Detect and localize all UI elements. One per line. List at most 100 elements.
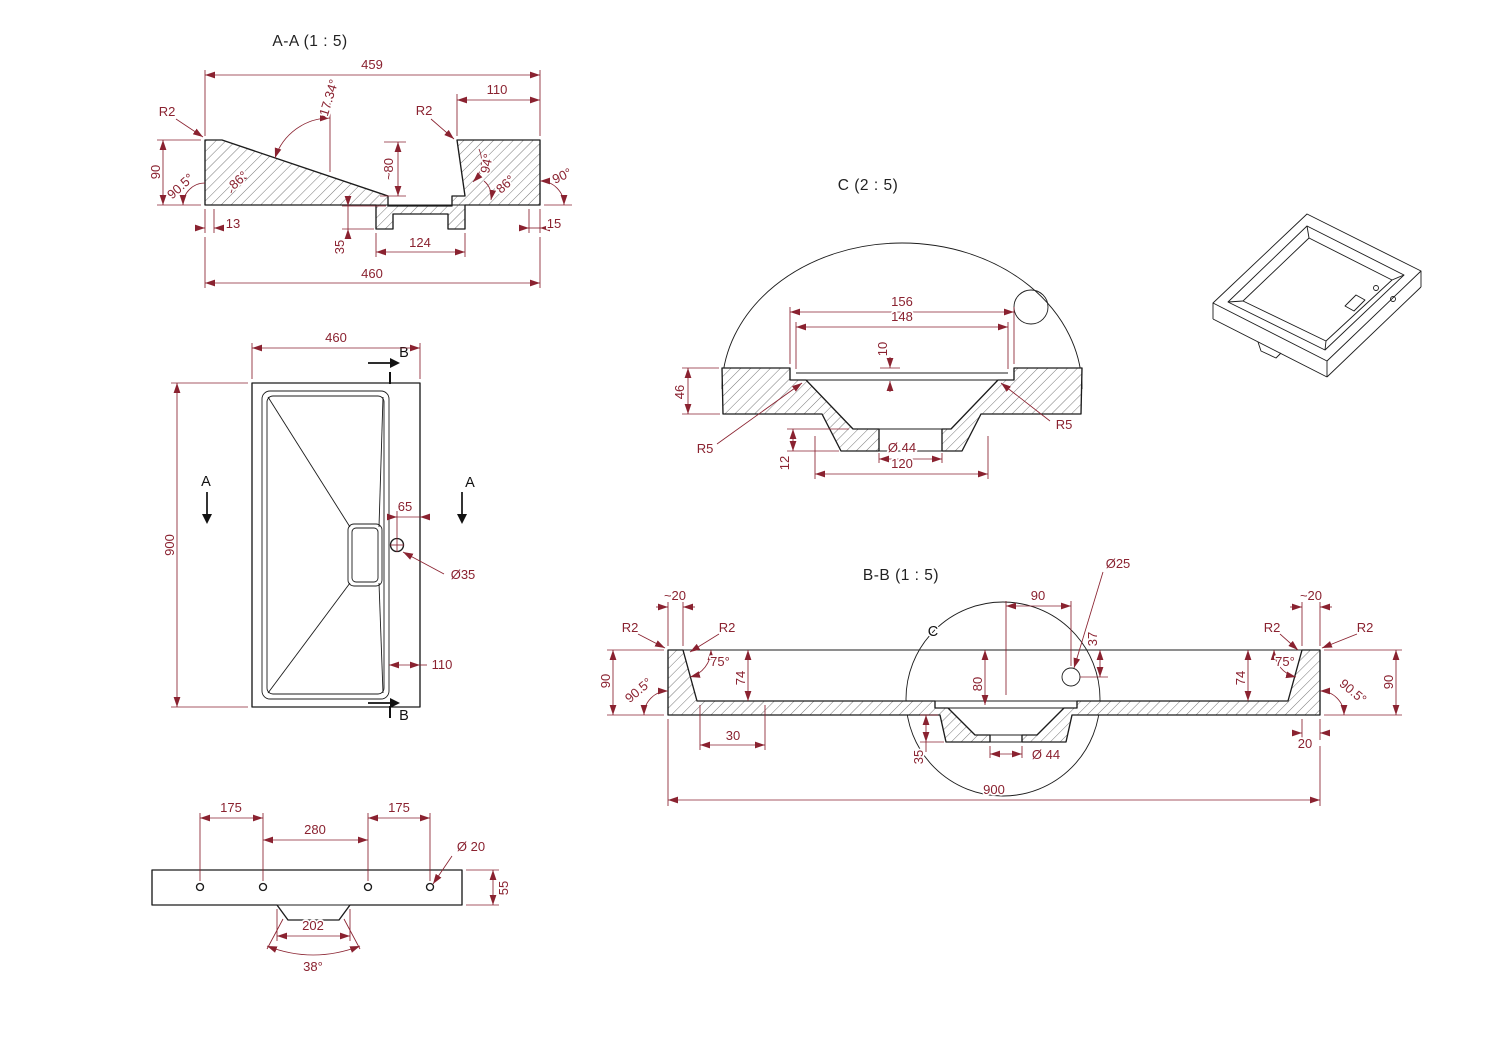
dim-r5-left: R5 — [697, 441, 714, 456]
dim-depth-35: 35 — [911, 750, 926, 764]
view-plan: A A B B 460 900 65 Ø35 110 — [160, 328, 477, 726]
iso-mount-hole-1 — [1373, 285, 1379, 291]
section-b-arrow-top — [390, 358, 400, 368]
mounting-dimension-lines — [199, 813, 499, 956]
dim-width-110: 110 — [487, 82, 508, 97]
detail-c-dimension-lines — [682, 307, 1051, 479]
dim-r2-left-outer: R2 — [622, 620, 639, 635]
plan-outer-outline — [251, 382, 421, 708]
dim-hole-dia20: Ø 20 — [457, 839, 485, 854]
dim-depth-74-left: 74 — [733, 671, 748, 685]
dim-plan-900: 900 — [162, 534, 177, 556]
iso-drain-bump — [1257, 341, 1282, 359]
dim-rim-20-left: ~20 — [664, 588, 686, 603]
dim-width-13: 13 — [226, 216, 240, 231]
dim-height-90-left: 90 — [598, 674, 613, 688]
mount-hole-1 — [195, 882, 205, 892]
dim-drain-dia44-bb: Ø 44 — [1032, 747, 1060, 762]
dim-pitch-175-left: 175 — [220, 800, 242, 815]
dim-angle-75-left: 75° — [710, 654, 730, 669]
dim-angle-94: 94° — [477, 152, 496, 174]
dim-rim-20-right: ~20 — [1300, 588, 1322, 603]
plan-section-markers: A A B B — [200, 344, 477, 726]
dim-depth-35: 35 — [332, 240, 347, 254]
dim-offset-90: 90 — [1031, 588, 1045, 603]
dim-depth-74-right: 74 — [1233, 671, 1248, 685]
mount-hole-2 — [258, 882, 268, 892]
section-aa-dimension-lines — [157, 70, 572, 288]
dim-pitch-175-right: 175 — [388, 800, 410, 815]
dim-width-30: 30 — [726, 728, 740, 743]
section-bb-dimension-texts: Ø25 ~20 R2 R2 75° 90 90.5° 74 30 90 37 8… — [596, 554, 1398, 799]
drain-outline — [347, 523, 383, 587]
detail-c-title: C (2 : 5) — [838, 177, 898, 194]
dim-angle-38: 38° — [303, 959, 323, 974]
section-aa-title: A-A (1 : 5) — [272, 33, 347, 50]
dim-width-148: 148 — [891, 309, 913, 324]
section-a-arrow-right — [457, 514, 467, 524]
dim-r2-right-inner: R2 — [1264, 620, 1281, 635]
dim-wall-20-bottom: 20 — [1298, 736, 1312, 751]
section-label-a-left: A — [201, 474, 211, 490]
dim-width-120: 120 — [891, 456, 913, 471]
dim-r2-right-outer: R2 — [1357, 620, 1374, 635]
view-mounting: 175 280 175 Ø 20 202 38° 55 — [151, 798, 513, 976]
plan-dimension-lines — [171, 343, 445, 708]
mount-hole-4 — [425, 882, 435, 892]
dim-height-90-right: 90 — [1381, 675, 1396, 689]
section-aa-cut-material — [204, 139, 541, 230]
dim-plan-460: 460 — [325, 330, 347, 345]
dim-thickness-12: 12 — [777, 456, 792, 470]
dim-plan-65: 65 — [398, 499, 412, 514]
mount-hole-3 — [363, 882, 373, 892]
dim-angle-90-5: 90.5° — [164, 170, 197, 202]
section-bb-edges — [683, 601, 1302, 797]
dim-angle-75-right: 75° — [1275, 654, 1295, 669]
dim-faucet-dia35: Ø35 — [451, 567, 476, 582]
section-bb-dimension-lines — [607, 571, 1402, 806]
view-section-aa: A-A (1 : 5) — [146, 33, 576, 288]
dim-depth-10: 10 — [875, 342, 890, 356]
section-aa-geometry — [204, 139, 541, 230]
plan-basin-edges — [261, 390, 390, 700]
dim-depth-80: ~80 — [381, 158, 396, 180]
section-bb-title: B-B (1 : 5) — [863, 567, 939, 584]
detail-c-geometry — [721, 367, 1083, 452]
deck-hole-dia25 — [1061, 667, 1081, 687]
section-b-arrow-bottom — [390, 698, 400, 708]
detail-c-boundary — [721, 242, 1083, 452]
dim-depth-37: 37 — [1085, 632, 1100, 646]
section-label-b-bottom: B — [399, 708, 409, 724]
section-label-a-right: A — [465, 475, 475, 491]
dim-thickness-46: 46 — [672, 385, 687, 399]
dim-depth-80: 80 — [970, 677, 985, 691]
detail-c-circle — [905, 601, 1101, 797]
section-bb-geometry — [667, 649, 1321, 743]
view-section-bb: B-B (1 : 5) C — [596, 554, 1402, 806]
dim-height-55: 55 — [496, 881, 511, 895]
plan-dimension-texts: 460 900 65 Ø35 110 — [160, 328, 477, 674]
dim-height-90: 90 — [148, 165, 163, 179]
dim-angle-905-right: 90.5° — [1337, 676, 1370, 707]
iso-basin-rim — [1227, 225, 1405, 351]
overflow-hole-section — [1013, 289, 1049, 325]
dim-length-900: 900 — [983, 782, 1005, 797]
section-bb-material-right — [1021, 649, 1321, 743]
dim-r2-left-inner: R2 — [719, 620, 736, 635]
detail-boundary-arc — [721, 242, 1083, 390]
dim-r2-outer: R2 — [159, 104, 176, 119]
detail-c-material-right — [941, 367, 1083, 452]
mounting-geometry — [151, 869, 463, 921]
detail-c-material-left — [721, 367, 880, 452]
dim-width-15: 15 — [547, 216, 561, 231]
dim-width-460: 460 — [361, 266, 383, 281]
dim-hole-dia25: Ø25 — [1106, 556, 1131, 571]
iso-mount-hole-2 — [1390, 296, 1396, 302]
mounting-dimension-texts: 175 280 175 Ø 20 202 38° 55 — [218, 798, 512, 976]
dim-drain-dia44: Ø 44 — [888, 440, 916, 455]
dim-pitch-280: 280 — [304, 822, 326, 837]
mounting-bar-outline — [151, 869, 463, 921]
detail-c-dimension-texts: 156 148 10 46 R5 R5 12 Ø 44 120 — [670, 292, 1074, 473]
